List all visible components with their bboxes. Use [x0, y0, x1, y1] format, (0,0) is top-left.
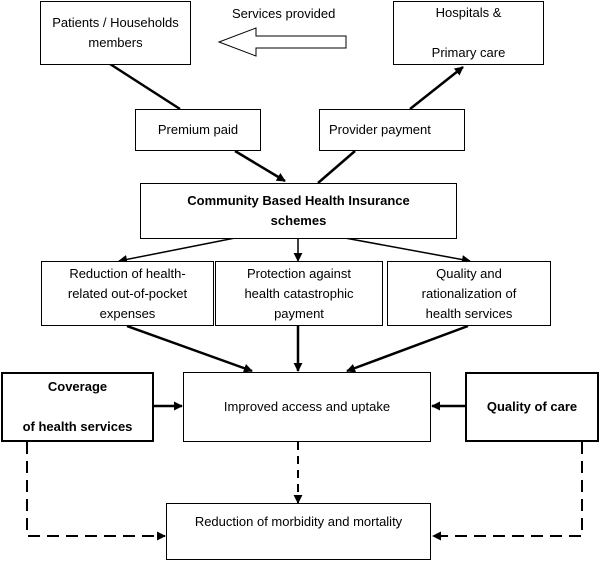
improved-access-box: Improved access and uptake: [183, 372, 431, 442]
cbhi-label: Community Based Health Insurance schemes: [187, 193, 410, 228]
quality-rationalization-box: Quality and rationalization of health se…: [387, 261, 551, 326]
coverage-box: Coverage of health services: [1, 372, 154, 442]
hospitals-primary-care-box: Hospitals & Primary care: [393, 1, 544, 65]
protection-catastrophic-label: Protection against health catastrophic p…: [244, 265, 354, 321]
protection-catastrophic-box: Protection against health catastrophic p…: [215, 261, 383, 326]
patients-households-label: Patients / Households members: [52, 15, 179, 50]
provider-payment-box: Provider payment: [319, 109, 465, 151]
arrow-quality-rationalization-to-access: [346, 324, 469, 373]
quality-rationalization-label: Quality and rationalization of health se…: [421, 265, 517, 321]
provider-payment-label: Provider payment: [329, 122, 431, 137]
quality-of-care-box: Quality of care: [465, 372, 599, 442]
reduction-oop-label: Reduction of health- related out-of-pock…: [67, 265, 188, 321]
reduction-morbidity-label: Reduction of morbidity and mortality: [194, 514, 403, 529]
arrow-quality-of-care-to-morbidity: [432, 442, 583, 541]
cbhi-box: Community Based Health Insurance schemes: [140, 183, 457, 239]
reduction-morbidity-box: Reduction of morbidity and mortality: [166, 503, 431, 560]
coverage-label: Coverage of health services: [22, 379, 133, 434]
patients-households-box: Patients / Households members: [40, 1, 191, 65]
services-provided-label: Services provided: [232, 6, 336, 21]
arrow-reduction-oop-to-access: [126, 324, 253, 373]
premium-paid-box: Premium paid: [135, 109, 261, 151]
services-provided-arrow: [217, 27, 347, 57]
arrow-cbhi-to-reduction-oop: [118, 237, 236, 264]
reduction-oop-box: Reduction of health- related out-of-pock…: [41, 261, 214, 326]
hospitals-primary-care-label: Hospitals & Primary care: [431, 5, 506, 60]
improved-access-label: Improved access and uptake: [223, 399, 391, 414]
arrow-coverage-to-morbidity: [26, 442, 166, 541]
arrow-provider-to-hospitals: [409, 66, 464, 110]
arrow-premium-to-cbhi: [234, 149, 286, 183]
connector-patients-premium: [109, 62, 181, 111]
connector-provider-cbhi: [317, 150, 356, 184]
arrow-cbhi-to-quality-rationalization: [344, 237, 471, 264]
premium-paid-label: Premium paid: [157, 122, 239, 137]
quality-of-care-label: Quality of care: [486, 399, 578, 414]
